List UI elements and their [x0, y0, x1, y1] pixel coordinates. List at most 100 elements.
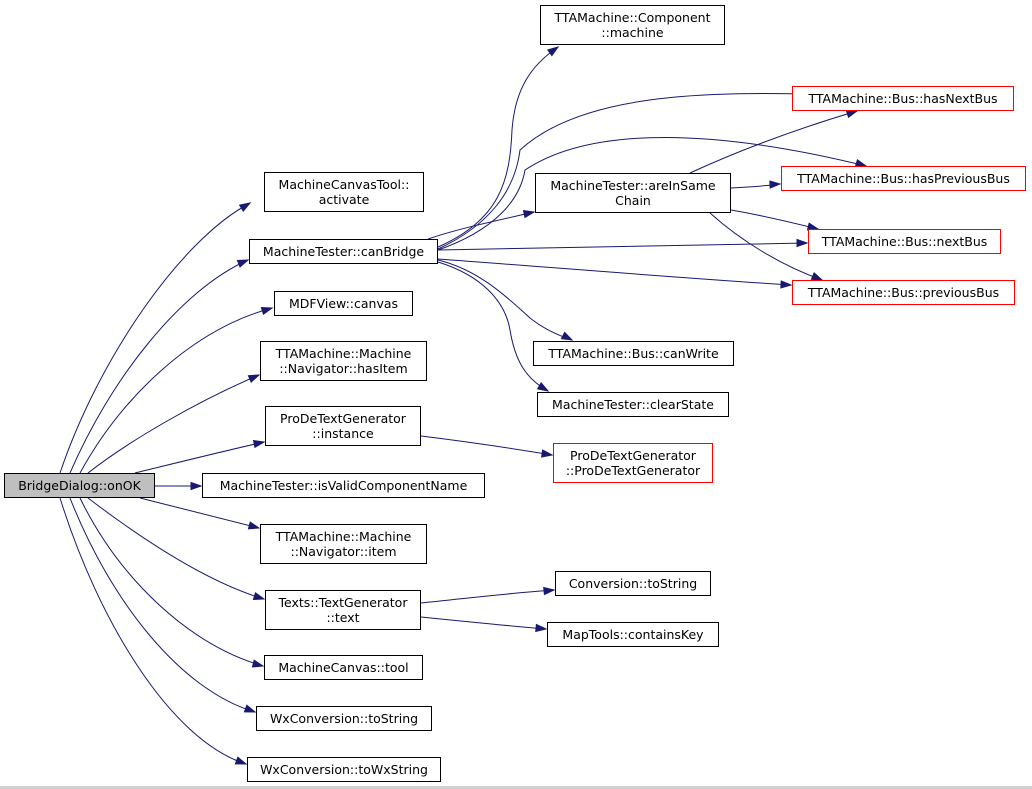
edge-canbridge-to-component: [437, 46, 559, 248]
edge-same-chain-to-has-prev-arrowhead: [769, 180, 782, 189]
node-prode-text-generator-ctor[interactable]: ProDeTextGenerator ::ProDeTextGenerator: [553, 443, 713, 483]
edge-onok-to-wx-towxstring: [59, 497, 247, 765]
node-wx-conversion-to-wx-string[interactable]: WxConversion::toWxString: [247, 757, 441, 782]
edge-canbridge-to-clear-state-arrowhead: [536, 382, 550, 392]
node-text-generator-text[interactable]: Texts::TextGenerator ::text: [265, 590, 421, 630]
edge-canbridge-to-same-chain: [427, 211, 535, 240]
node-label-line: TTAMachine::Component: [554, 10, 711, 25]
node-are-in-same-chain[interactable]: MachineTester::areInSame Chain: [535, 173, 731, 213]
node-label-line: Conversion::toString: [568, 576, 698, 591]
edge-onok-to-text: [87, 497, 265, 600]
edge-onok-to-activate-arrowhead: [238, 202, 252, 213]
node-canvas-tool-activate[interactable]: MachineCanvasTool:: activate: [264, 172, 424, 212]
node-bus-next-bus[interactable]: TTAMachine::Bus::nextBus: [808, 229, 1001, 254]
node-bus-has-previous-bus[interactable]: TTAMachine::Bus::hasPreviousBus: [781, 166, 1026, 191]
node-label-line: MachineTester::canBridge: [262, 244, 425, 259]
node-label-line: TTAMachine::Machine: [275, 346, 412, 361]
edge-onok-to-item-arrowhead: [247, 521, 261, 530]
bottom-edge-line: [0, 786, 1032, 789]
edge-text-to-conversion: [420, 589, 555, 604]
node-label-line: TTAMachine::Bus::canWrite: [548, 346, 719, 361]
node-label-line: ProDeTextGenerator: [280, 411, 406, 426]
edge-onok-to-has-item-arrowhead: [247, 374, 261, 383]
edge-onok-to-wx-tostring: [69, 497, 256, 713]
edge-canbridge-to-clear-state: [437, 261, 549, 392]
edge-onok-to-mdfview: [79, 307, 273, 474]
node-wx-conversion-to-string[interactable]: WxConversion::toString: [256, 706, 432, 731]
node-mdfview-canvas[interactable]: MDFView::canvas: [274, 291, 413, 316]
node-component-machine[interactable]: TTAMachine::Component ::machine: [540, 5, 725, 45]
node-label-line: MachineTester::isValidComponentName: [219, 478, 468, 493]
node-machine-canvas-tool[interactable]: MachineCanvas::tool: [264, 655, 423, 680]
edge-canbridge-to-next-bus: [437, 242, 808, 251]
edge-same-chain-to-prev-bus-arrowhead: [810, 272, 824, 281]
node-bus-has-next-bus[interactable]: TTAMachine::Bus::hasNextBus: [792, 86, 1014, 111]
node-is-valid-component-name[interactable]: MachineTester::isValidComponentName: [202, 473, 485, 498]
node-prode-instance[interactable]: ProDeTextGenerator ::instance: [265, 406, 421, 446]
node-label-line: WxConversion::toString: [269, 711, 419, 726]
edge-text-to-maptools: [420, 616, 547, 630]
node-label-line: MachineTester::areInSame: [550, 178, 716, 193]
node-label-line: ::ProDeTextGenerator: [565, 463, 701, 478]
node-label-line: MDFView::canvas: [288, 296, 399, 311]
node-label-line: WxConversion::toWxString: [260, 762, 428, 777]
node-bus-can-write[interactable]: TTAMachine::Bus::canWrite: [533, 341, 734, 366]
node-label-line: BridgeDialog::onOK: [18, 478, 141, 493]
node-label-line: TTAMachine::Bus::hasNextBus: [808, 91, 998, 106]
node-navigator-has-item[interactable]: TTAMachine::Machine ::Navigator::hasItem: [260, 341, 427, 381]
node-label-line: ::Navigator::hasItem: [279, 361, 408, 376]
edge-canbridge-to-next-bus-arrowhead: [796, 238, 809, 248]
edge-onok-to-text-arrowhead: [252, 591, 266, 601]
edge-onok-to-tool: [79, 497, 264, 667]
edge-same-chain-to-prev-bus: [709, 212, 823, 281]
node-label-line: Chain: [615, 193, 651, 208]
node-label-line: activate: [318, 192, 370, 207]
edge-onok-to-activate: [59, 202, 251, 474]
edge-instance-to-ctor: [420, 435, 553, 456]
node-label-line: MachineCanvas::tool: [278, 660, 409, 675]
node-label-line: ProDeTextGenerator: [570, 448, 696, 463]
node-label-line: MachineTester::clearState: [552, 397, 714, 412]
node-bridge-dialog-on-ok: BridgeDialog::onOK: [4, 473, 155, 498]
edge-onok-to-has-item: [87, 374, 260, 474]
edge-canbridge-to-component-arrowhead: [546, 46, 560, 57]
edge-onok-to-tool-arrowhead: [251, 659, 265, 668]
node-label-line: TTAMachine::Machine: [275, 529, 412, 544]
node-label-line: TTAMachine::Bus::nextBus: [821, 234, 988, 249]
node-label-line: ::Navigator::item: [290, 544, 397, 559]
node-label-line: ::machine: [601, 25, 664, 40]
edge-canbridge-to-can-write-arrowhead: [560, 331, 574, 341]
node-label-line: ::text: [326, 610, 360, 625]
edge-text-to-conversion-arrowhead: [543, 586, 556, 596]
node-conversion-to-string[interactable]: Conversion::toString: [555, 571, 711, 596]
edge-onok-to-canbridge: [69, 259, 249, 474]
edge-onok-to-is-valid-arrowhead: [190, 481, 203, 491]
node-label-line: TTAMachine::Bus::hasPreviousBus: [797, 171, 1010, 186]
node-label-line: TTAMachine::Bus::previousBus: [807, 285, 1000, 300]
node-label-line: MachineCanvasTool::: [278, 177, 410, 192]
node-can-bridge[interactable]: MachineTester::canBridge: [249, 239, 438, 264]
edge-same-chain-to-has-next-arrowhead: [845, 110, 859, 119]
edge-same-chain-to-has-next: [689, 110, 858, 174]
node-label-line: Texts::TextGenerator: [278, 595, 408, 610]
edge-onok-to-instance: [134, 441, 265, 474]
edge-onok-to-canbridge-arrowhead: [236, 259, 250, 268]
edge-same-chain-to-next-bus: [730, 209, 819, 230]
edge-onok-to-mdfview-arrowhead: [260, 306, 274, 316]
edge-instance-to-ctor-arrowhead: [540, 449, 554, 458]
node-label-line: MapTools::containsKey: [562, 627, 704, 642]
node-clear-state[interactable]: MachineTester::clearState: [537, 392, 729, 417]
edge-canbridge-to-prev-bus-arrowhead: [780, 280, 793, 289]
node-bus-previous-bus[interactable]: TTAMachine::Bus::previousBus: [792, 280, 1015, 305]
edge-onok-to-item: [139, 497, 260, 529]
edge-text-to-maptools-arrowhead: [535, 623, 548, 633]
edge-onok-to-instance-arrowhead: [252, 439, 266, 449]
node-map-tools-contains-key[interactable]: MapTools::containsKey: [547, 622, 719, 647]
edge-canbridge-to-prev-bus: [437, 258, 792, 286]
node-navigator-item[interactable]: TTAMachine::Machine ::Navigator::item: [260, 524, 427, 564]
node-label-line: ::instance: [312, 426, 374, 441]
edge-onok-to-wx-tostring-arrowhead: [243, 704, 257, 713]
edge-canbridge-to-same-chain-arrowhead: [522, 210, 536, 219]
edge-canbridge-to-has-next: [437, 93, 838, 250]
